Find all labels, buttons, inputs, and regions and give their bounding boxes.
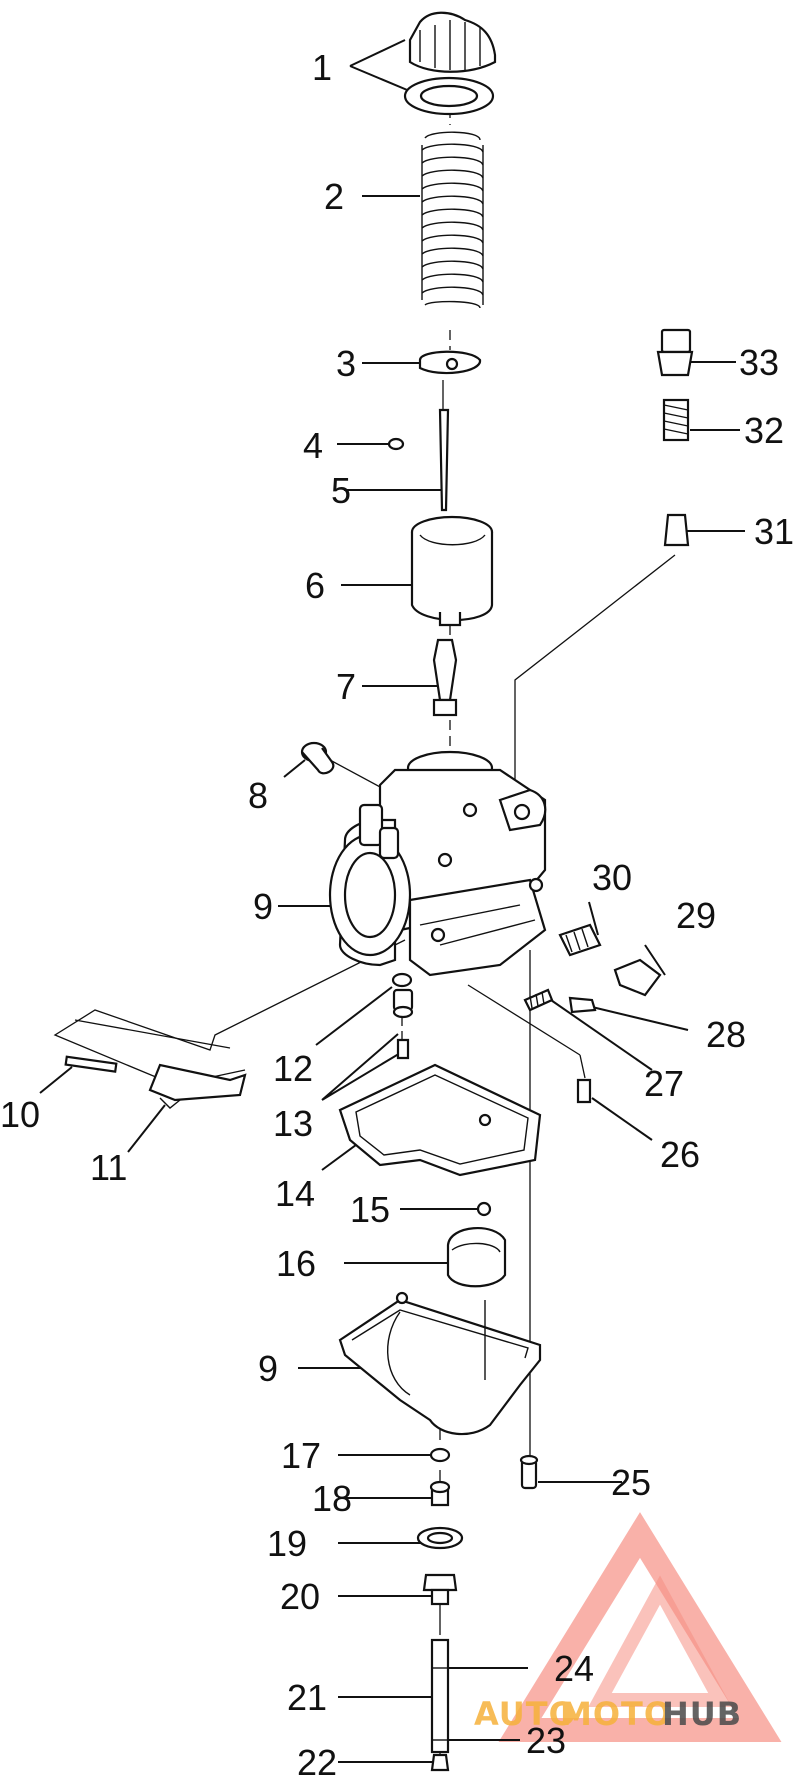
callout-9a: 9 [253, 886, 273, 927]
callout-17: 17 [281, 1435, 321, 1476]
callout-19: 19 [267, 1523, 307, 1564]
part-15-ball [476, 1201, 492, 1217]
callout-4: 4 [303, 425, 323, 466]
callout-8: 8 [248, 775, 268, 816]
watermark-moto: MOTO [560, 1695, 672, 1733]
callout-27: 27 [644, 1063, 684, 1104]
part-6-slide [410, 515, 494, 627]
callout-11: 11 [90, 1147, 127, 1188]
watermark-hub: HUB [662, 1695, 742, 1733]
part-4-clip [387, 437, 405, 451]
part-16-float [446, 1227, 507, 1288]
part-7-holder [432, 638, 458, 717]
callout-23: 23 [526, 1720, 566, 1761]
callout-24: 24 [554, 1648, 594, 1689]
callout-9b: 9 [258, 1348, 278, 1389]
part-26-30-adjusters [523, 923, 662, 1104]
callout-28: 28 [706, 1014, 746, 1055]
leader-lines [39, 39, 745, 1763]
callout-3: 3 [336, 343, 356, 384]
part-5-needle [438, 408, 450, 512]
part-3-retainer [418, 350, 482, 375]
part-31-33-pilot-parts [656, 328, 694, 547]
part-14-gasket [338, 1063, 542, 1177]
part-25-screw [519, 1454, 539, 1490]
callout-21: 21 [287, 1677, 327, 1718]
callout-5: 5 [331, 470, 351, 511]
part-2-spring [421, 131, 484, 309]
callout-30: 30 [592, 857, 632, 898]
callout-32: 32 [744, 410, 784, 451]
callout-31: 31 [754, 511, 794, 552]
part-1-top-cap [403, 11, 497, 116]
callout-33: 33 [739, 342, 779, 383]
part-17-24-bottom-stack [416, 1447, 464, 1772]
callout-13: 13 [273, 1103, 313, 1144]
callout-2: 2 [324, 176, 344, 217]
callout-14: 14 [275, 1173, 315, 1214]
callout-20: 20 [280, 1576, 320, 1617]
callout-16: 16 [276, 1243, 316, 1284]
callout-1: 1 [312, 47, 332, 88]
part-9-float-bowl [338, 1291, 542, 1436]
callout-7: 7 [336, 666, 356, 707]
callout-26: 26 [660, 1134, 700, 1175]
callout-10: 10 [0, 1094, 40, 1135]
part-12-13-fittings [391, 972, 414, 1060]
watermark-text: AUTO MOTO HUB [474, 1695, 742, 1733]
callout-12: 12 [273, 1048, 313, 1089]
part-8-plug [300, 741, 335, 775]
callout-25: 25 [611, 1462, 651, 1503]
callout-6: 6 [305, 565, 325, 606]
part-10-11-hoses [64, 1055, 247, 1109]
callout-labels: 1 2 3 4 5 6 7 8 9 10 11 12 13 14 15 16 9… [0, 47, 794, 1779]
watermark-logo [498, 1512, 782, 1742]
callout-29: 29 [676, 895, 716, 936]
watermark-auto: AUTO [474, 1695, 577, 1733]
part-9-carburetor-body [328, 750, 547, 977]
callout-15: 15 [350, 1189, 390, 1230]
callout-18: 18 [312, 1478, 352, 1519]
callout-22: 22 [297, 1742, 337, 1779]
